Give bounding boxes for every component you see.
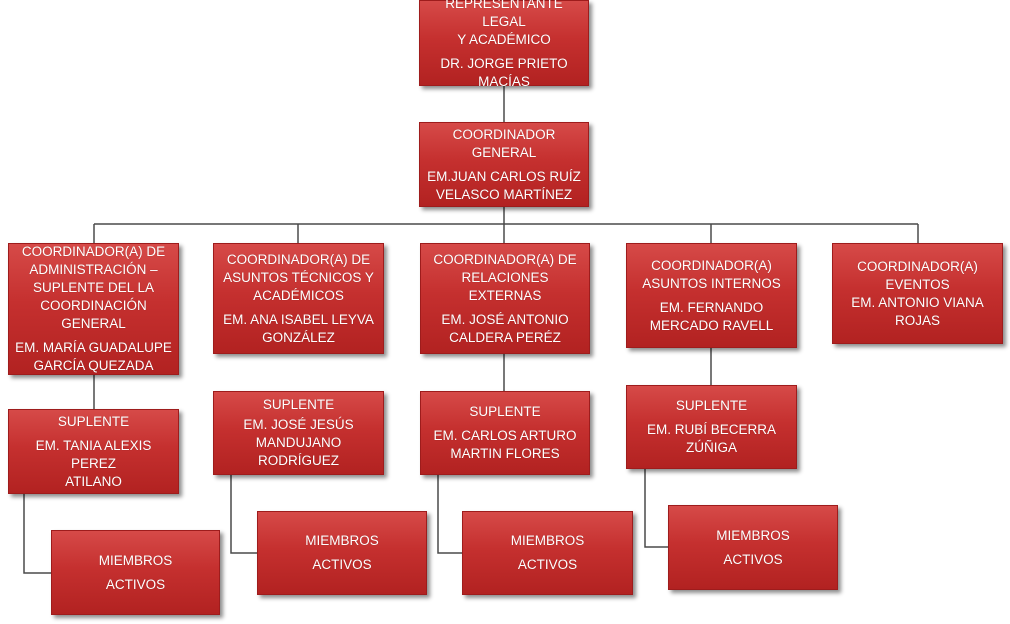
node-person: DR. JORGE PRIETO MACÍAS (440, 56, 568, 89)
node-title: REPRESENTANTE LEGAL Y ACADÉMICO (445, 0, 563, 47)
node-suplente-asuntos-internos[interactable]: SUPLENTE EM. RUBÍ BECERRA ZÚÑIGA (626, 385, 797, 469)
node-title: COORDINADOR(A) DE ASUNTOS TÉCNICOS Y ACA… (223, 251, 374, 303)
node-miembros-activos-4[interactable]: MIEMBROS ACTIVOS (668, 505, 838, 590)
connector-suplente-miembros-4 (644, 469, 668, 548)
node-suplente-administracion[interactable]: SUPLENTE EM. TANIA ALEXIS PEREZ ATILANO (8, 409, 179, 494)
node-title: COORDINADOR(A) DE ADMINISTRACIÓN – SUPLE… (21, 244, 166, 331)
node-title: SUPLENTE (675, 398, 748, 413)
node-person: EM. RUBÍ BECERRA ZÚÑIGA (646, 422, 777, 455)
node-miembros-activos-1[interactable]: MIEMBROS ACTIVOS (51, 530, 220, 615)
node-representante-legal[interactable]: REPRESENTANTE LEGAL Y ACADÉMICO DR. JORG… (419, 0, 589, 89)
node-title: COORDINADOR GENERAL (452, 126, 556, 160)
node-coordinador-asuntos-tecnicos[interactable]: COORDINADOR(A) DE ASUNTOS TÉCNICOS Y ACA… (213, 243, 384, 354)
node-suplente-asuntos-tecnicos[interactable]: SUPLENTE EM. JOSÉ JESÚS MANDUJANO RODRÍG… (213, 391, 384, 475)
node-title: MIEMBROS ACTIVOS (716, 527, 790, 567)
node-coordinador-relaciones-externas[interactable]: COORDINADOR(A) DE RELACIONES EXTERNAS EM… (420, 243, 590, 354)
node-miembros-activos-3[interactable]: MIEMBROS ACTIVOS (462, 511, 633, 595)
node-title: COORDINADOR(A) ASUNTOS INTERNOS (642, 257, 781, 291)
node-title: COORDINADOR(A) EVENTOS EM. ANTONIO VIANA… (851, 258, 984, 328)
node-person: EM. JOSÉ JESÚS MANDUJANO RODRÍGUEZ (243, 417, 354, 468)
node-miembros-activos-2[interactable]: MIEMBROS ACTIVOS (257, 511, 427, 595)
node-coordinador-general[interactable]: COORDINADOR GENERAL EM.JUAN CARLOS RUÍZ … (419, 122, 589, 207)
node-title: MIEMBROS ACTIVOS (510, 533, 585, 572)
node-title: MIEMBROS ACTIVOS (305, 533, 379, 572)
node-title: COORDINADOR(A) DE RELACIONES EXTERNAS (433, 251, 577, 303)
node-coordinador-asuntos-internos[interactable]: COORDINADOR(A) ASUNTOS INTERNOS EM. FERN… (626, 243, 797, 348)
node-coordinador-administracion[interactable]: COORDINADOR(A) DE ADMINISTRACIÓN – SUPLE… (8, 243, 179, 375)
node-person: EM. CARLOS ARTURO MARTIN FLORES (433, 428, 577, 461)
node-person: EM. FERNANDO MERCADO RAVELL (649, 299, 774, 333)
node-coordinador-eventos[interactable]: COORDINADOR(A) EVENTOS EM. ANTONIO VIANA… (832, 243, 1003, 344)
node-title: SUPLENTE (262, 397, 335, 412)
connector-suplente-miembros-2 (230, 475, 257, 554)
node-title: MIEMBROS ACTIVOS (98, 552, 173, 592)
node-person: EM. JOSÉ ANTONIO CALDERA PERÉZ (441, 311, 569, 345)
node-person: EM. TANIA ALEXIS PEREZ ATILANO (35, 437, 152, 489)
connector-suplente-miembros-1 (23, 494, 51, 574)
node-title: SUPLENTE (57, 413, 130, 429)
node-suplente-relaciones-externas[interactable]: SUPLENTE EM. CARLOS ARTURO MARTIN FLORES (420, 391, 590, 475)
node-person: EM. MARÍA GUADALUPE GARCÍA QUEZADA (15, 340, 172, 373)
node-person: EM.JUAN CARLOS RUÍZ VELASCO MARTÍNEZ (427, 168, 581, 202)
node-title: SUPLENTE (469, 404, 541, 419)
node-person: EM. ANA ISABEL LEYVA GONZÁLEZ (223, 311, 374, 345)
connector-suplente-miembros-3 (437, 475, 462, 554)
